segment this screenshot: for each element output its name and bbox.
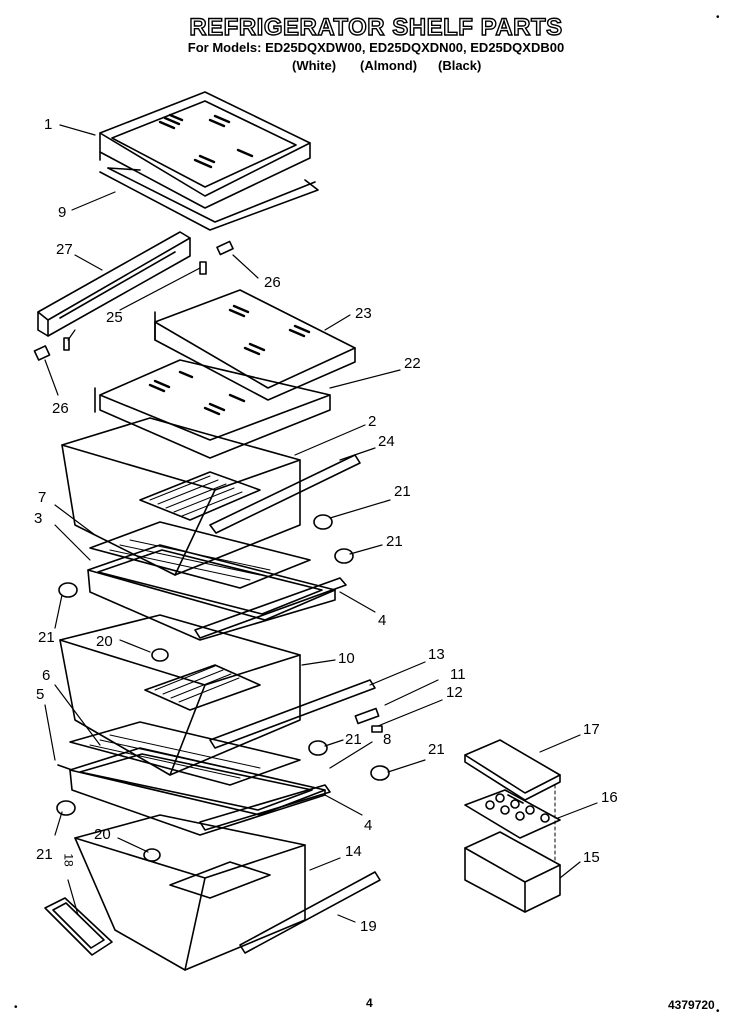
egg-bin-15	[464, 784, 561, 913]
callout-23: 23	[355, 305, 372, 322]
drawer-bar-19	[239, 871, 381, 954]
rail-27	[37, 231, 191, 337]
callout-12: 12	[446, 684, 463, 701]
callout-20: 20	[96, 633, 113, 650]
callout-8: 8	[383, 731, 392, 748]
crisper-cover-6	[69, 721, 301, 786]
callout-19: 19	[360, 918, 377, 935]
callout-25: 25	[106, 309, 123, 326]
callout-21a: 21	[394, 483, 411, 500]
callout-21b: 21	[386, 533, 403, 550]
callout-17: 17	[583, 721, 600, 738]
callout-16: 16	[601, 789, 618, 806]
callout-15: 15	[583, 849, 600, 866]
callout-6: 6	[42, 667, 51, 684]
callout-3: 3	[34, 510, 43, 527]
drawer-bar-13	[209, 679, 376, 749]
callout-26b: 26	[52, 400, 69, 417]
cover-frame-3	[87, 544, 336, 641]
glass-shelf-top	[99, 91, 311, 209]
callout-4: 4	[378, 612, 387, 629]
callout-27: 27	[56, 241, 73, 258]
color-black: (Black)	[438, 58, 482, 73]
color-white: (White)	[292, 58, 337, 73]
slide-rail-4	[194, 577, 347, 639]
page-number: 4	[366, 996, 373, 1010]
callout-20b: 20	[94, 826, 111, 843]
glass-shelf-22	[94, 359, 331, 459]
shelf-frame	[99, 167, 319, 231]
callout-21e: 21	[428, 741, 445, 758]
tray-18	[44, 897, 113, 956]
slides-21	[56, 514, 390, 816]
callout-11: 11	[450, 666, 466, 683]
models-line: For Models: ED25DQXDW00, ED25DQXDN00, ED…	[187, 40, 565, 55]
callout-5: 5	[36, 686, 45, 703]
callout-26: 26	[264, 274, 281, 291]
callout-13: 13	[428, 646, 445, 663]
corner-mark: •	[716, 1006, 720, 1017]
screws-26-25	[33, 240, 234, 361]
corner-mark: •	[14, 1002, 18, 1013]
crisper-drawer-lower	[59, 614, 301, 776]
callout-4b: 4	[364, 817, 373, 834]
page-title: REFRIGERATOR SHELF PARTS	[189, 13, 563, 41]
corner-mark: •	[716, 12, 720, 23]
egg-tray-16	[464, 789, 561, 839]
callout-24: 24	[378, 433, 395, 450]
callout-14: 14	[345, 843, 362, 860]
callout-9: 9	[58, 204, 67, 221]
callout-21c: 21	[38, 629, 55, 646]
glass-shelf-23	[154, 289, 356, 401]
callout-10: 10	[338, 650, 355, 667]
drawer-bar-24	[209, 454, 361, 534]
callout-1: 1	[44, 116, 53, 133]
color-almond: (Almond)	[360, 58, 418, 73]
slide-rail-4b	[199, 784, 331, 831]
bottom-drawer-14	[74, 814, 306, 971]
document-number: 4379720	[668, 998, 715, 1012]
callout-21d: 21	[345, 731, 362, 748]
parts-11-12	[354, 707, 383, 733]
callout-18: 18	[61, 853, 76, 867]
leader-lines	[44, 124, 598, 923]
callout-2: 2	[368, 413, 377, 430]
callout-7: 7	[38, 489, 47, 506]
callout-22: 22	[404, 355, 421, 372]
callout-21f: 21	[36, 846, 53, 863]
crisper-drawer-upper	[61, 417, 301, 576]
